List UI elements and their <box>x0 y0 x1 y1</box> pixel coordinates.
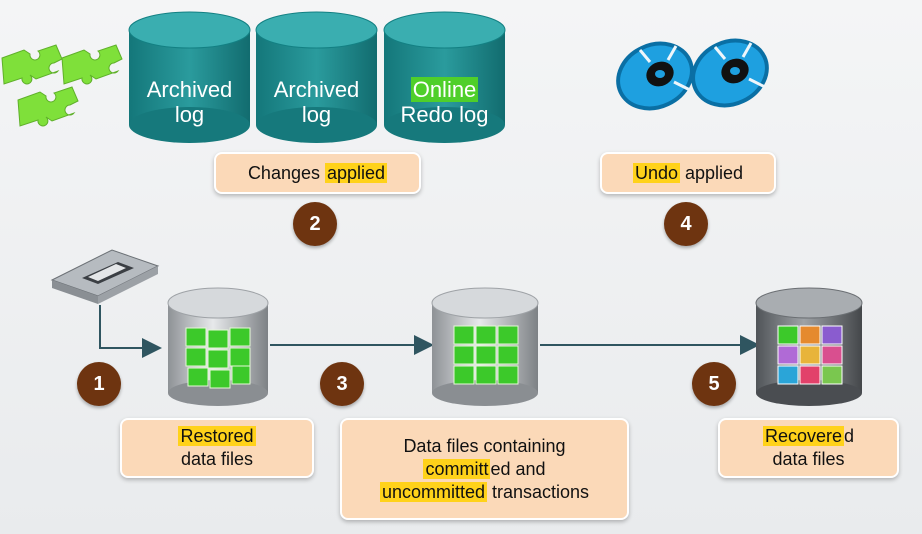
tape-icon <box>50 249 160 304</box>
restored-data-files-cylinder <box>167 287 269 406</box>
recovered-data-files-cylinder <box>755 287 863 406</box>
step-1-badge: 1 <box>77 362 121 406</box>
puzzle-pieces-icon <box>1 44 123 127</box>
step-4-badge: 4 <box>664 202 708 246</box>
cd-disc-icon <box>616 41 694 111</box>
step-3-badge: 3 <box>320 362 364 406</box>
changes-applied-box: Changes applied <box>214 152 421 194</box>
intermediate-data-files-cylinder <box>431 287 539 406</box>
step-5-badge: 5 <box>692 362 736 406</box>
archived-log-1-cylinder <box>128 11 251 143</box>
cd-disc-icon <box>691 38 769 108</box>
step-2-badge: 2 <box>293 202 337 246</box>
undo-applied-box: Undo applied <box>600 152 776 194</box>
archived-log-2-cylinder <box>255 11 378 143</box>
tape-to-restore-arrow <box>99 305 162 358</box>
